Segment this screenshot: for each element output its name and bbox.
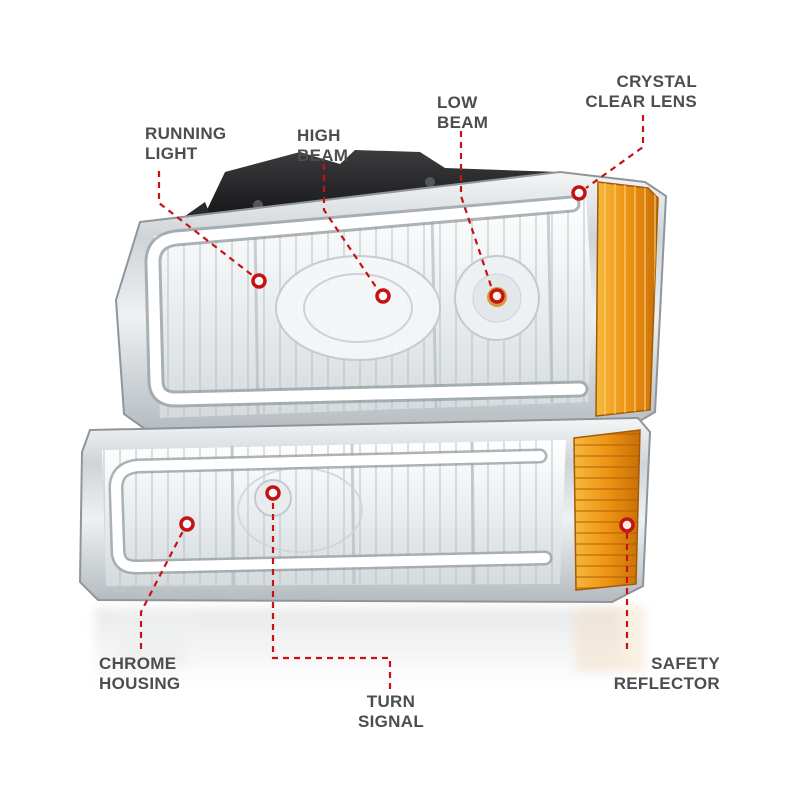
high-beam-reflector	[275, 255, 441, 361]
leader-line-turn-signal	[271, 501, 392, 689]
marker-low-beam	[489, 288, 505, 304]
floor-reflection	[95, 606, 645, 688]
leader-line-running-light	[157, 171, 253, 276]
led-light-bar-lower	[108, 448, 553, 575]
callout-label-high-beam: HIGH BEAM	[297, 126, 349, 166]
amber-side-reflector-upper	[595, 181, 659, 417]
lower-signal-light	[78, 416, 652, 604]
callout-label-safety-reflector: SAFETY REFLECTOR	[613, 654, 720, 694]
callout-label-running-light: RUNNING LIGHT	[145, 124, 227, 164]
callout-lines	[139, 115, 645, 689]
marker-turn-signal	[265, 485, 281, 501]
leader-line-chrome-housing	[139, 530, 184, 649]
leader-line-crystal-clear-lens	[585, 115, 645, 189]
marker-high-beam	[375, 288, 391, 304]
marker-running-light	[251, 273, 267, 289]
callout-label-chrome-housing: CHROME HOUSING	[99, 654, 181, 694]
callout-label-low-beam: LOW BEAM	[437, 93, 489, 133]
marker-crystal-clear-lens	[571, 185, 587, 201]
led-light-bar-upper	[144, 195, 589, 408]
amber-safety-reflector-lower	[573, 429, 641, 591]
marker-safety-reflector	[619, 517, 635, 533]
housing-bolt	[425, 177, 435, 187]
marker-chrome-housing	[179, 516, 195, 532]
upper-headlight	[114, 170, 668, 436]
callout-label-crystal-clear-lens: CRYSTAL CLEAR LENS	[585, 72, 697, 112]
leader-line-high-beam	[322, 164, 379, 291]
callout-label-turn-signal: TURN SIGNAL	[358, 692, 425, 732]
callout-markers	[179, 185, 635, 533]
